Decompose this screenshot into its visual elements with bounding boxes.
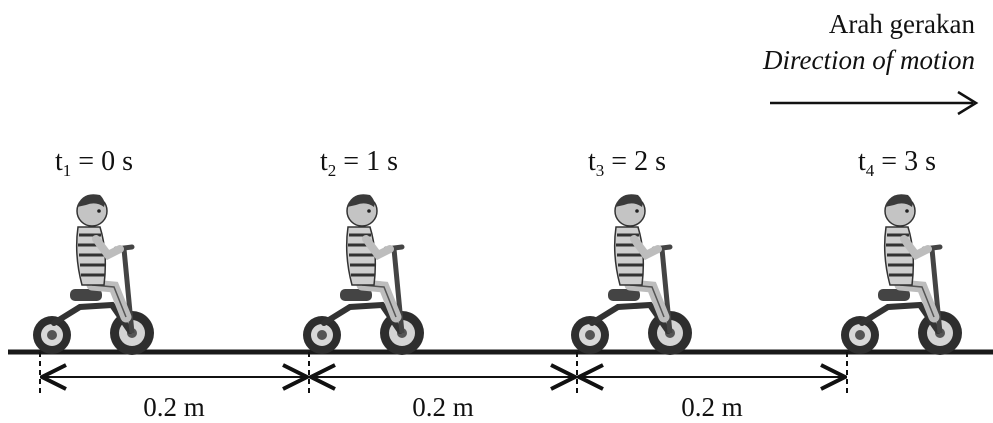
direction-arrow (770, 90, 979, 116)
distance-label-3: 0.2 m (681, 392, 743, 422)
time-label-1: t1 = 0 s (55, 146, 133, 180)
time-label-2: t2 = 1 s (320, 146, 398, 180)
tricycle-rider-1 (33, 194, 154, 355)
direction-label: Arah gerakan Direction of motion (763, 6, 975, 78)
tricycle-rider-2 (303, 194, 424, 355)
distance-label-1: 0.2 m (143, 392, 205, 422)
time-label-4: t4 = 3 s (858, 146, 936, 180)
direction-label-en: Direction of motion (763, 45, 975, 75)
time-label-3: t3 = 2 s (588, 146, 666, 180)
distance-label-2: 0.2 m (412, 392, 474, 422)
direction-label-ms: Arah gerakan (828, 9, 975, 39)
tricycle-rider-3 (571, 194, 692, 355)
tricycle-rider-4 (841, 194, 962, 355)
